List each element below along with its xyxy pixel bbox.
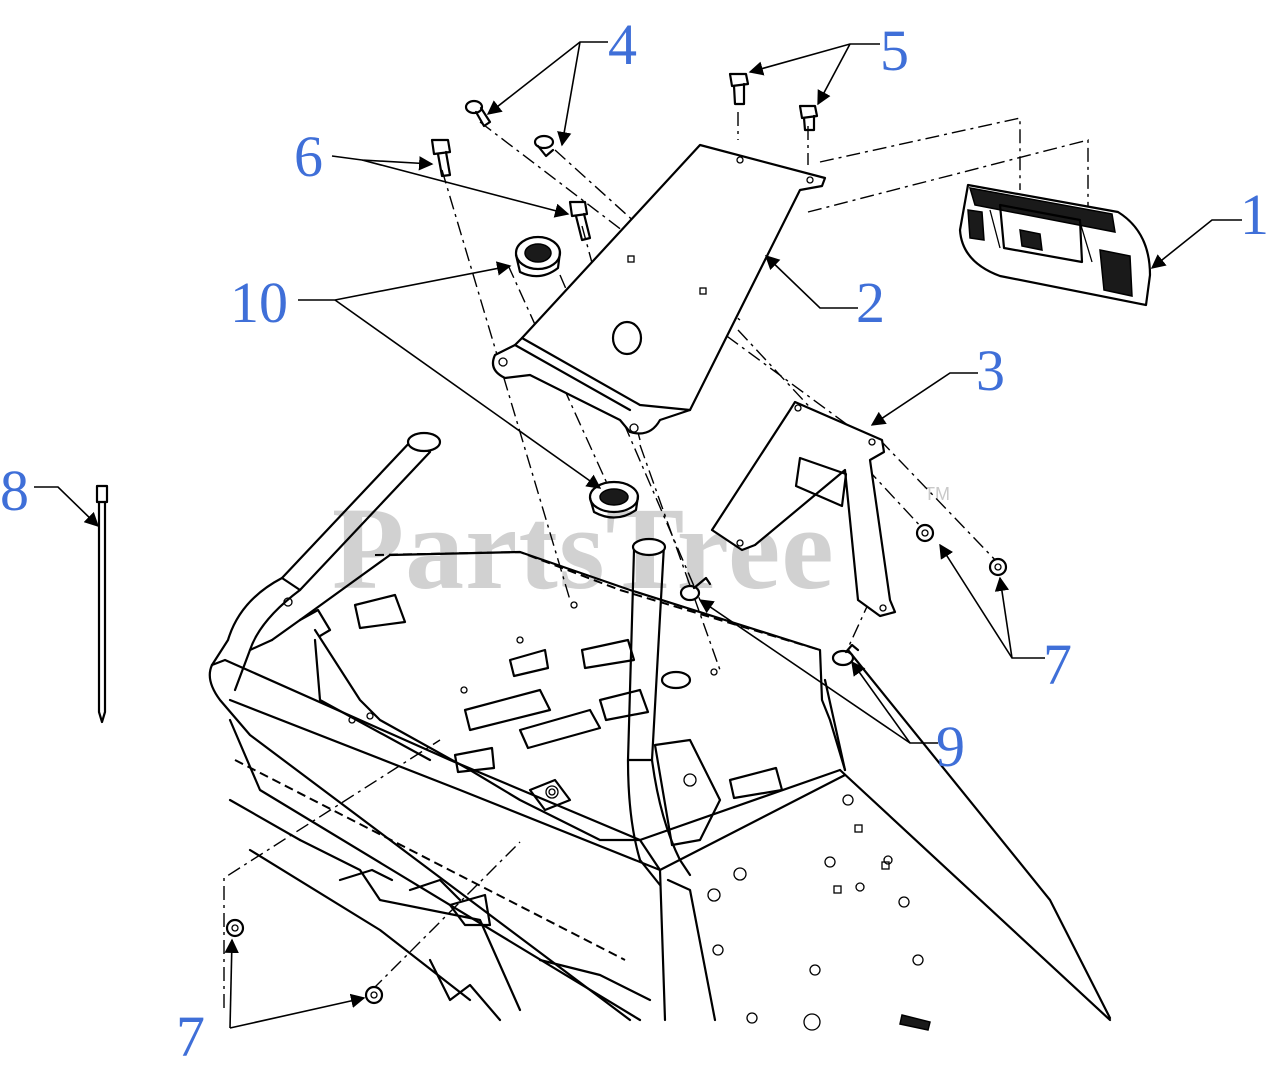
part-3-support-bracket (710, 400, 897, 618)
callout-labels: 1 2 3 4 5 6 7 7 8 9 10 (0, 12, 1269, 1069)
callout-7-bottom: 7 (176, 1004, 205, 1069)
leader-lines (34, 41, 1242, 1029)
mower-frame (208, 648, 1112, 1031)
part-6-bolts (430, 138, 592, 242)
seat-pan (298, 550, 847, 842)
callout-2: 2 (856, 270, 885, 335)
callout-4: 4 (608, 12, 637, 77)
part-8-cable-tie (95, 484, 109, 724)
callout-6: 6 (294, 124, 323, 189)
callout-7-right: 7 (1043, 632, 1072, 697)
part-9-fasteners (679, 576, 860, 667)
left-frame-tube (210, 431, 442, 692)
callout-3: 3 (976, 338, 1005, 403)
callout-9: 9 (936, 714, 965, 779)
callout-1: 1 (1240, 182, 1269, 247)
part-5-bolts (728, 72, 819, 132)
part-10-grommets (514, 235, 640, 519)
callout-8: 8 (0, 458, 29, 523)
callout-5: 5 (880, 18, 909, 83)
part-4-plugs (464, 99, 555, 158)
callout-10: 10 (230, 270, 288, 335)
part-1-module (958, 183, 1152, 307)
watermark-trademark: TM (924, 484, 950, 504)
part-2-mount-bracket (491, 143, 827, 435)
part-7-nuts (225, 523, 1008, 1005)
right-frame-tube (626, 537, 722, 887)
